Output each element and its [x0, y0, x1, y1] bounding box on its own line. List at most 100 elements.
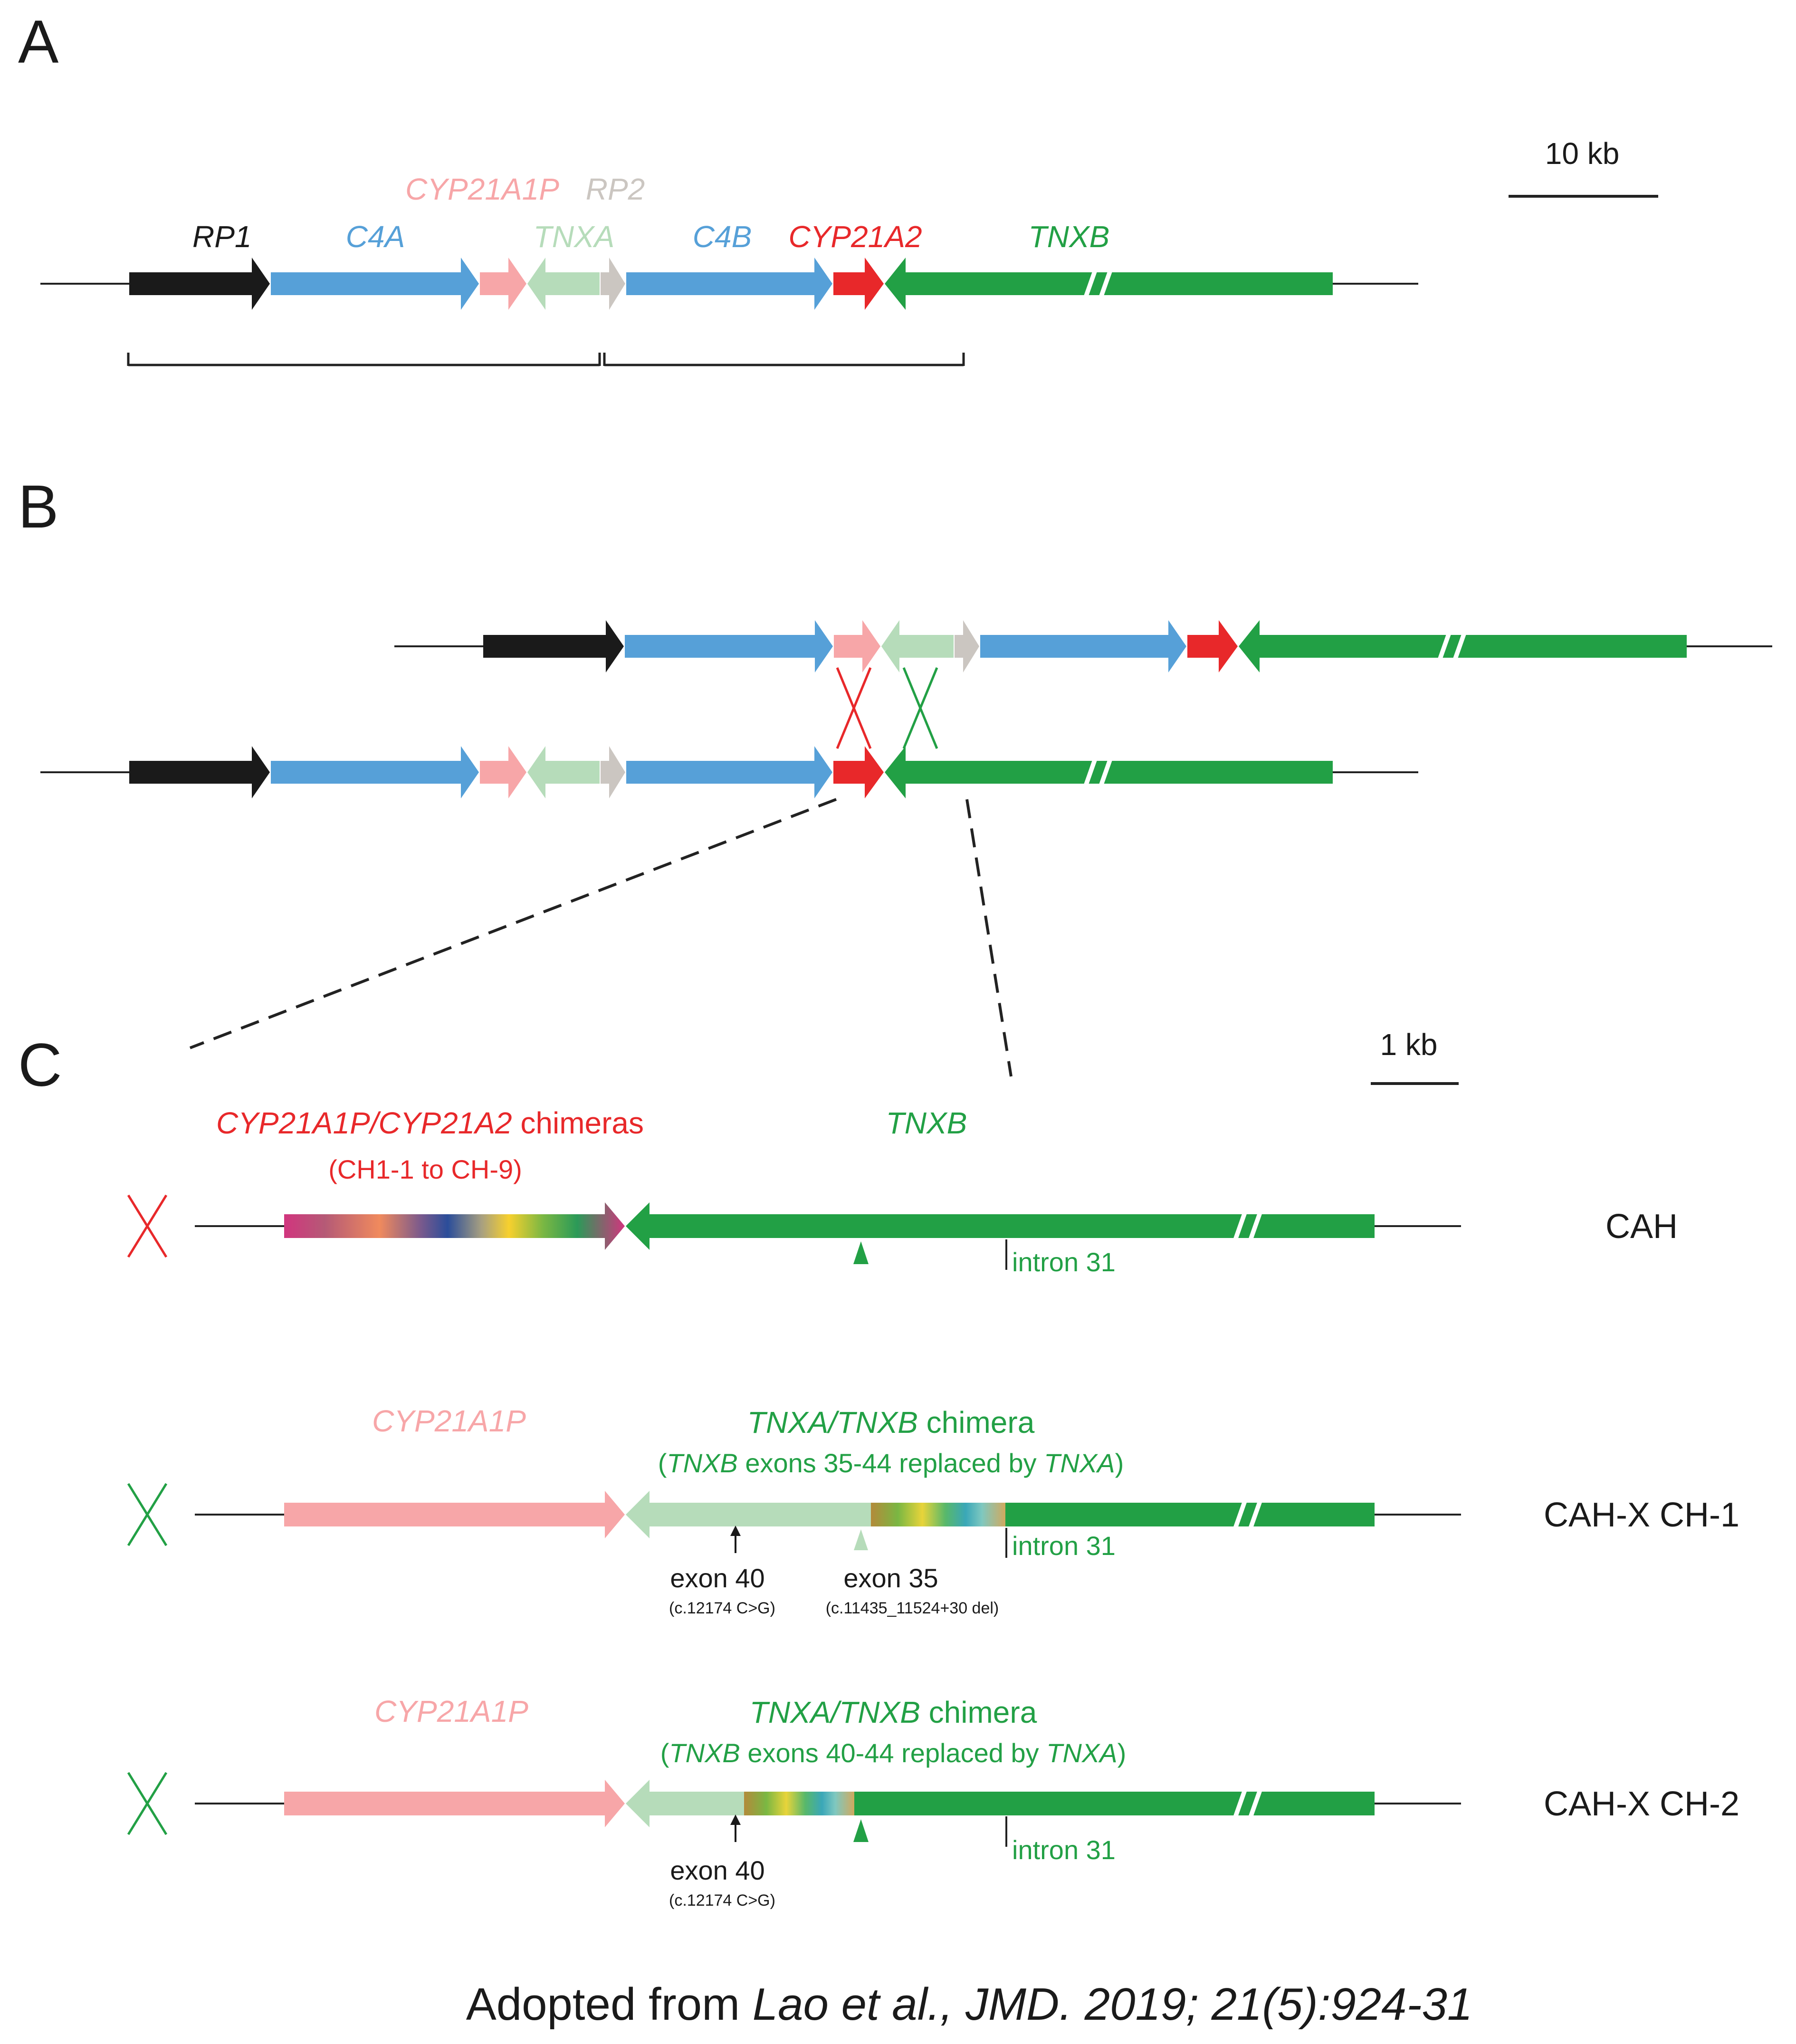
ch2-tnxa-segment	[626, 1780, 745, 1827]
ch2-chimera-title-part-0: TNXA/TNXB	[750, 1695, 920, 1729]
ch2-chimera-subtitle-part-1: TNXB	[669, 1738, 740, 1768]
panel-a-scale-label: 10 kb	[1545, 136, 1620, 171]
ch1-tnxb-segment	[1005, 1503, 1375, 1526]
zoom-line-left	[189, 798, 837, 1049]
ch1-chimera-subtitle-part-1: TNXB	[667, 1448, 737, 1478]
panel-b-top-tnxb-break-slash-1	[1436, 630, 1452, 662]
panel-b-top-rp1-arrow	[483, 620, 624, 672]
ch2-cyp21a1p-arrow	[284, 1780, 625, 1827]
panel-a-c4a-arrow	[271, 258, 479, 310]
panel-b-bottom-c4a-arrow	[271, 746, 479, 798]
gene-label-c4a: C4A	[346, 220, 405, 254]
gene-label-rp2: RP2	[586, 172, 645, 206]
ch1-chimera-title-part-0: TNXA/TNXB	[747, 1405, 918, 1439]
panel-b-top-cyp21a1p-arrow	[834, 620, 880, 672]
ch2-exon35-marker	[853, 1819, 869, 1842]
citation: Adopted from Lao et al., JMD. 2019; 21(5…	[466, 1979, 1473, 2030]
ch1-exon35-note: (c.11435_11524+30 del)	[826, 1599, 999, 1617]
gene-label-c4b: C4B	[693, 220, 752, 254]
ch1-intron31-label: intron 31	[1012, 1531, 1116, 1561]
gene-label-rp1: RP1	[192, 220, 252, 254]
panel-a-tnxa-arrow	[527, 258, 600, 310]
gene-label-tnxb: TNXB	[1029, 220, 1110, 254]
cah-tnxb-break-slash-2	[1247, 1210, 1263, 1242]
ch1-transition-segment	[871, 1503, 1006, 1526]
cah-exon35-marker	[853, 1241, 869, 1264]
ch1-tnxb-break-slash-1	[1232, 1498, 1248, 1531]
zoom-line-right	[965, 799, 1013, 1077]
ch2-tnxb-break-slash-1	[1232, 1787, 1248, 1820]
ch2-exon40-note: (c.12174 C>G)	[669, 1891, 775, 1910]
panel-b-top-tnxb-arrow	[1239, 620, 1687, 672]
ch2-chimera-subtitle: (TNXB exons 40-44 replaced by TNXA)	[660, 1738, 1126, 1768]
ch1-row-label: CAH-X CH-1	[1544, 1496, 1739, 1534]
citation-part-0: Adopted from	[466, 1979, 753, 2030]
cah-crossover-marker-stroke-2	[127, 1194, 168, 1258]
ch1-chimera-subtitle-part-2: exons 35-44 replaced by	[738, 1448, 1044, 1478]
panel-b-bottom-tnxb-break-slash-1	[1082, 756, 1099, 788]
gene-label-tnxa: TNXA	[534, 220, 615, 254]
citation-part-1: Lao et al., JMD. 2019; 21(5):924-31	[753, 1979, 1473, 2030]
ch1-chimera-title-part-1: chimera	[918, 1405, 1035, 1439]
panel-a-label: A	[18, 8, 59, 76]
panel-a-cyp21a2-arrow	[833, 258, 884, 310]
gene-label-cyp21a2: CYP21A2	[788, 220, 922, 254]
cah-chimera-title: CYP21A1P/CYP21A2 chimeras	[216, 1106, 644, 1140]
cah-chimera-title-part-0: CYP21A1P/CYP21A2	[216, 1106, 512, 1140]
ch2-transition-segment	[744, 1792, 855, 1815]
panel-b-bottom-rp1-arrow	[129, 746, 270, 798]
ch1-chimera-subtitle-part-4: )	[1115, 1448, 1124, 1478]
ch1-exon35-marker	[854, 1529, 868, 1550]
ch1-cyp21a1p-arrow	[284, 1491, 625, 1538]
ch1-tnxb-break-slash-2	[1247, 1498, 1263, 1531]
ch2-cyp21a1p-label: CYP21A1P	[374, 1694, 528, 1728]
panel-b-top-c4b-arrow	[980, 620, 1186, 672]
ch1-chimera-title: TNXA/TNXB chimera	[747, 1405, 1035, 1439]
panel-b-bottom-rp2-arrow	[601, 746, 625, 798]
ch2-intron31-label: intron 31	[1012, 1835, 1116, 1865]
cah-tnxb-arrow	[626, 1202, 1375, 1250]
cah-tnxb-break-slash-1	[1232, 1210, 1248, 1242]
panel-a-tnxb-break-slash-1	[1082, 268, 1099, 300]
ch1-exon40-arrow-head	[730, 1526, 741, 1536]
ch1-crossover-marker-stroke-2	[127, 1483, 168, 1546]
ch2-chimera-subtitle-part-0: (	[660, 1738, 669, 1768]
panel-a-tnxb-arrow	[885, 258, 1333, 310]
cah-chimeric-cyp21-arrow	[284, 1202, 625, 1250]
panel-b-top-cyp21a2-arrow	[1187, 620, 1238, 672]
ch1-chimera-subtitle-part-3: TNXA	[1044, 1448, 1115, 1478]
ch2-chimera-subtitle-part-4: )	[1118, 1738, 1127, 1768]
panel-b-top-tnxa-arrow	[881, 620, 954, 672]
ch1-tnxa-segment	[626, 1491, 872, 1538]
ch1-exon35-label: exon 35	[843, 1563, 938, 1593]
cah-tnxb-label: TNXB	[886, 1106, 967, 1140]
panel-b-bottom-cyp21a2-arrow	[833, 746, 884, 798]
panel-b-top-c4a-arrow	[625, 620, 833, 672]
panel-b-bottom-tnxa-arrow	[527, 746, 600, 798]
panel-b-bottom-tnxb-break-slash-2	[1098, 756, 1114, 788]
ch2-tnxb-break-slash-2	[1247, 1787, 1263, 1820]
panel-b-bottom-tnxb-arrow	[885, 746, 1333, 798]
cah-chimera-title-part-1: chimeras	[512, 1106, 644, 1140]
panel-b-top-tnxb-break-slash-2	[1452, 630, 1468, 662]
panel-c-scale-label: 1 kb	[1380, 1027, 1438, 1062]
ch1-chimera-subtitle: (TNXB exons 35-44 replaced by TNXA)	[658, 1448, 1124, 1478]
ch2-exon40-arrow-head	[730, 1814, 741, 1825]
gene-label-cyp21a1p: CYP21A1P	[405, 172, 559, 206]
ch2-chimera-title-part-1: chimera	[920, 1695, 1037, 1729]
panel-a-cyp21a1p-arrow	[480, 258, 526, 310]
cah-row-label: CAH	[1605, 1208, 1678, 1246]
panel-a-rp1-arrow	[129, 258, 270, 310]
panel-b-label: B	[18, 473, 58, 541]
ch2-crossover-marker-stroke-2	[127, 1772, 168, 1835]
ch1-exon40-label: exon 40	[670, 1563, 764, 1593]
panel-a-tnxb-break-slash-2	[1098, 268, 1114, 300]
panel-c-label: C	[18, 1031, 62, 1099]
ch2-exon40-label: exon 40	[670, 1855, 764, 1885]
panel-a-rp2-arrow	[601, 258, 625, 310]
ch1-chimera-subtitle-part-0: (	[658, 1448, 667, 1478]
ch2-row-label: CAH-X CH-2	[1544, 1785, 1739, 1823]
panel-b-bottom-c4b-arrow	[626, 746, 832, 798]
cah-chimera-subtitle: (CH1-1 to CH-9)	[328, 1154, 522, 1184]
